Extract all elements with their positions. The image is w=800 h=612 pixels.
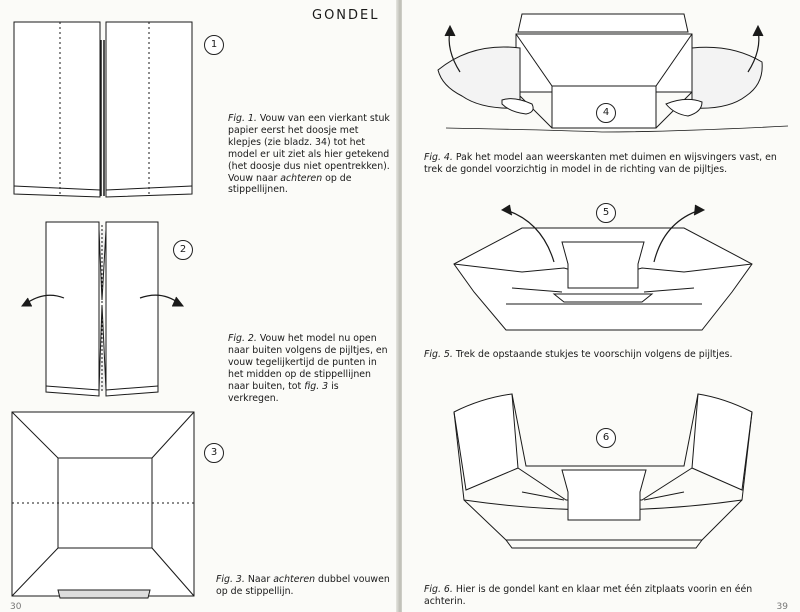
fig5-text: Trek de opstaande stukjes te voorschijn …	[452, 349, 733, 360]
fig3-emphasis: achteren	[273, 574, 316, 585]
fig6-text: Hier is de gondel kant en klaar met één …	[424, 584, 753, 607]
left-page: GONDEL 1 Fig. 1. Vouw van een vierkant s…	[0, 0, 398, 612]
fig3-number: 3	[204, 443, 224, 463]
fig3-label: Fig. 3.	[216, 574, 245, 585]
fig3-text: Naar	[244, 574, 274, 585]
fig5-number: 5	[596, 203, 616, 223]
fig4-caption: Fig. 4. Pak het model aan weerskanten me…	[424, 152, 794, 176]
fig6-diagram	[453, 393, 753, 549]
right-page-number: 39	[776, 602, 788, 612]
fig5-caption: Fig. 5. Trek de opstaande stukjes te voo…	[424, 349, 794, 361]
right-page: 4 Fig. 4. Pak het model aan weerskanten …	[402, 0, 800, 612]
book-gutter	[396, 0, 404, 612]
fig4-text: Pak het model aan weerskanten met duimen…	[424, 152, 777, 175]
fig1-caption: Fig. 1. Vouw van een vierkant stuk papie…	[228, 113, 390, 196]
fig2-tail: is verkregen.	[228, 380, 339, 404]
fig1-diagram	[13, 21, 193, 198]
fig2-text: Vouw het model nu open naar buiten volge…	[228, 333, 388, 392]
fig2-number: 2	[173, 240, 193, 260]
fig2-label: Fig. 2.	[228, 333, 257, 344]
fig5-diagram	[453, 204, 753, 331]
fig1-number: 1	[204, 35, 224, 55]
fig1-text: Vouw van een vierkant stuk papier eerst …	[228, 113, 390, 184]
fig4-label: Fig. 4.	[424, 152, 453, 163]
left-page-number: 30	[10, 602, 22, 612]
fig2-emphasis: fig. 3	[304, 380, 329, 392]
fig3-diagram	[11, 411, 195, 599]
fig1-label: Fig. 1.	[228, 113, 257, 124]
left-page-diagrams	[11, 21, 195, 599]
fig2-diagram	[21, 221, 185, 397]
fig5-label: Fig. 5.	[424, 349, 453, 360]
page-title: GONDEL	[312, 8, 380, 23]
fig4-number: 4	[596, 103, 616, 123]
fig1-tail: op de stippellijnen.	[228, 172, 352, 196]
fig6-number: 6	[596, 428, 616, 448]
fig6-caption: Fig. 6. Hier is de gondel kant en klaar …	[424, 584, 796, 608]
fig3-caption: Fig. 3. Naar achteren dubbel vouwen op d…	[216, 574, 390, 598]
fig1-emphasis: achteren	[280, 172, 323, 184]
fig6-label: Fig. 6.	[424, 584, 453, 595]
fig3-tail: dubbel vouwen op de stippellijn.	[216, 574, 390, 597]
right-page-diagrams	[437, 13, 789, 549]
fig2-caption: Fig. 2. Vouw het model nu open naar buit…	[228, 333, 390, 404]
